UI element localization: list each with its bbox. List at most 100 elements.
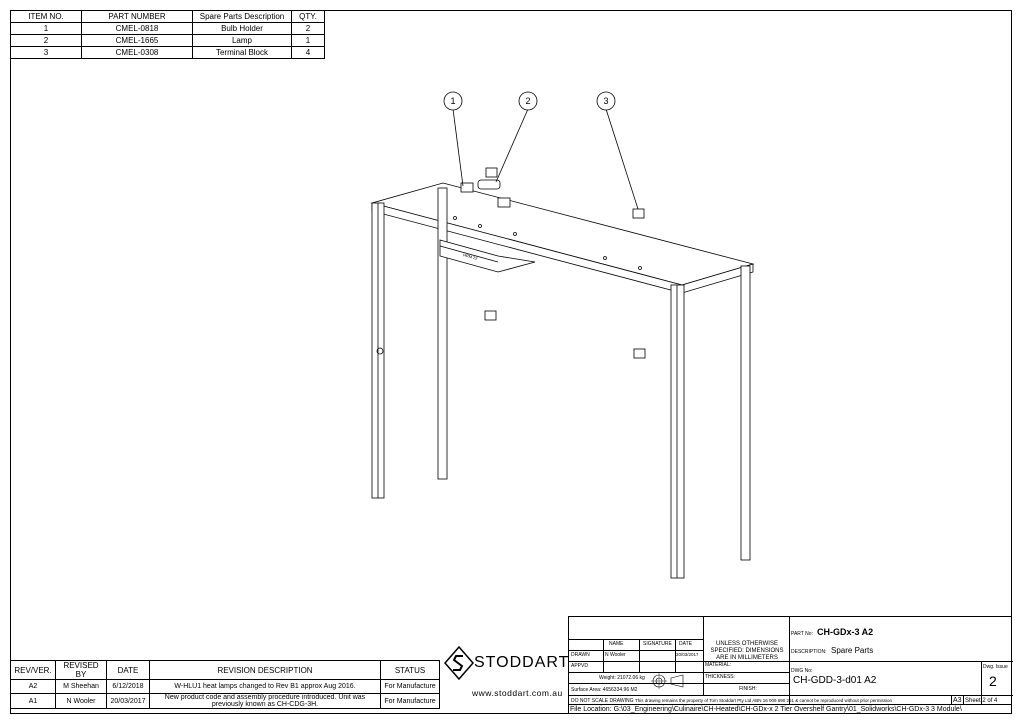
terminal-block <box>632 208 645 219</box>
file-location: File Location: G:\03_Engineering\Culinai… <box>568 704 1012 714</box>
balloon-3 <box>596 91 616 111</box>
tb-rule <box>569 695 1013 696</box>
revision-rev: A1 <box>10 693 56 709</box>
revision-header-by: REVISED BY <box>55 660 107 680</box>
tb-rule <box>675 639 676 672</box>
balloon-leader <box>605 108 639 210</box>
revision-rev: A2 <box>10 679 56 694</box>
tb-rule <box>981 661 982 705</box>
tb-drawn-name: N Wooler <box>605 652 626 658</box>
tb-col-name: NAME <box>609 641 624 647</box>
tb-rule <box>569 650 703 651</box>
balloon-leader <box>495 108 529 183</box>
tb-col-date: DATE <box>679 641 692 647</box>
tb-surface-area: Surface Area: 4656334.96 M2 <box>571 687 638 693</box>
tb-rule <box>569 672 789 673</box>
leg-front-right <box>670 284 685 579</box>
tb-sheet: Sheet 2 of 4 <box>965 698 998 704</box>
tb-drawn-date: 20/03/2017 <box>676 652 699 657</box>
brand-website: www.stoddart.com.au <box>472 688 563 698</box>
product-label: HRM 22 <box>463 252 479 261</box>
tb-dwg-issue-label: Dwg. Issue <box>983 664 1008 670</box>
tb-part-no-label: PART No: <box>791 631 813 637</box>
stoddart-logo-icon <box>444 646 474 680</box>
tb-rule <box>569 661 789 662</box>
shelf-hole <box>453 216 457 220</box>
balloon-2-label: 2 <box>525 96 530 106</box>
revision-description: W-HLU1 heat lamps changed to Rev B1 appr… <box>149 679 381 694</box>
tb-description: Spare Parts <box>831 646 874 655</box>
tb-units-note: UNLESS OTHERWISE SPECIFIED: DIMENSIONS A… <box>710 641 784 661</box>
tb-rule <box>603 639 604 672</box>
revision-row: A2 M Sheehan 6/12/2018 W-HLU1 heat lamps… <box>10 679 440 694</box>
bom-part: CMEL-0308 <box>81 46 193 59</box>
leg-back-right <box>740 265 751 561</box>
shelf-top <box>370 182 755 286</box>
bom-row: 1 CMEL-0818 Bulb Holder 2 <box>10 22 325 35</box>
tb-appvd-label: APPVD <box>571 663 588 669</box>
terminal-block <box>485 167 498 178</box>
brand-logo: STODDART www.stoddart.com.au <box>444 646 570 702</box>
bom-row: 3 CMEL-0308 Terminal Block 4 <box>10 46 325 59</box>
revision-by: N Wooler <box>55 693 107 709</box>
tb-property-note: This drawing remains the property of Tom… <box>635 698 893 703</box>
revision-header-description: REVISION DESCRIPTION <box>149 660 381 680</box>
revision-by: M Sheehan <box>55 679 107 694</box>
revision-header-row: REV/VER. REVISED BY DATE REVISION DESCRI… <box>10 660 440 680</box>
leg-hole <box>376 347 384 355</box>
balloon-3-label: 3 <box>603 96 608 106</box>
tb-rule <box>963 695 964 705</box>
revision-header-date: DATE <box>106 660 150 680</box>
tb-rule <box>639 639 640 672</box>
tb-finish-label: FINISH: <box>739 686 757 692</box>
shelf-hole <box>603 256 607 260</box>
terminal-block <box>633 348 646 359</box>
leg-back-left <box>437 187 448 480</box>
housing-line <box>439 245 499 263</box>
tb-dwg-no-label: DWG No: <box>791 668 813 674</box>
revision-table: REV/VER. REVISED BY DATE REVISION DESCRI… <box>10 660 440 709</box>
tb-weight: Weight: 21072.06 kg <box>599 675 645 681</box>
tb-col-signature: SIGNATURE <box>643 641 672 647</box>
balloon-leader <box>452 108 464 187</box>
bom-description: Terminal Block <box>192 46 292 59</box>
tb-no-scale: DO NOT SCALE DRAWING <box>571 698 634 704</box>
tb-rule <box>569 683 789 684</box>
title-block: NAME SIGNATURE DATE DRAWN N Wooler 20/03… <box>568 616 1013 714</box>
terminal-block <box>484 310 497 321</box>
bulb-holder <box>460 182 474 193</box>
tb-size: A3 <box>953 697 962 704</box>
bulb-holder <box>497 197 511 208</box>
revision-status: For Manufacture <box>380 693 440 709</box>
revision-row: A1 N Wooler 20/03/2017 New product code … <box>10 693 440 709</box>
tb-material-label: MATERIAL: <box>705 662 732 668</box>
balloon-1-label: 1 <box>450 96 455 106</box>
projection-symbol <box>649 673 689 689</box>
revision-date: 20/03/2017 <box>106 693 150 709</box>
revision-description: New product code and assembly procedure … <box>149 693 381 709</box>
revision-status: For Manufacture <box>380 679 440 694</box>
tb-thickness-label: THICKNESS: <box>705 674 736 680</box>
balloon-1 <box>443 91 463 111</box>
tb-drawn-label: DRAWN <box>571 652 590 658</box>
tb-rule <box>951 695 952 705</box>
shelf-hole <box>513 232 517 236</box>
revision-header-status: STATUS <box>380 660 440 680</box>
tb-dwg-no: CH-GDD-3-d01 A2 <box>793 675 877 686</box>
drawing-border <box>10 10 1012 714</box>
tb-rule <box>703 617 704 695</box>
balloon-2 <box>518 91 538 111</box>
heat-lamp-housing <box>439 239 536 273</box>
bom-qty: 4 <box>291 46 325 59</box>
revision-header-rev: REV/VER. <box>10 660 56 680</box>
bill-of-materials-table: ITEM NO. PART NUMBER Spare Parts Descrip… <box>10 10 325 59</box>
tb-description-label: DESCRIPTION: <box>791 649 827 655</box>
brand-name: STODDART <box>474 654 570 671</box>
third-angle-projection-icon <box>651 673 684 689</box>
tb-dwg-issue: 2 <box>989 673 997 689</box>
shelf-hole <box>478 224 482 228</box>
shelf-hole <box>638 266 642 270</box>
lamp <box>477 179 501 190</box>
tb-rule <box>789 661 1013 662</box>
